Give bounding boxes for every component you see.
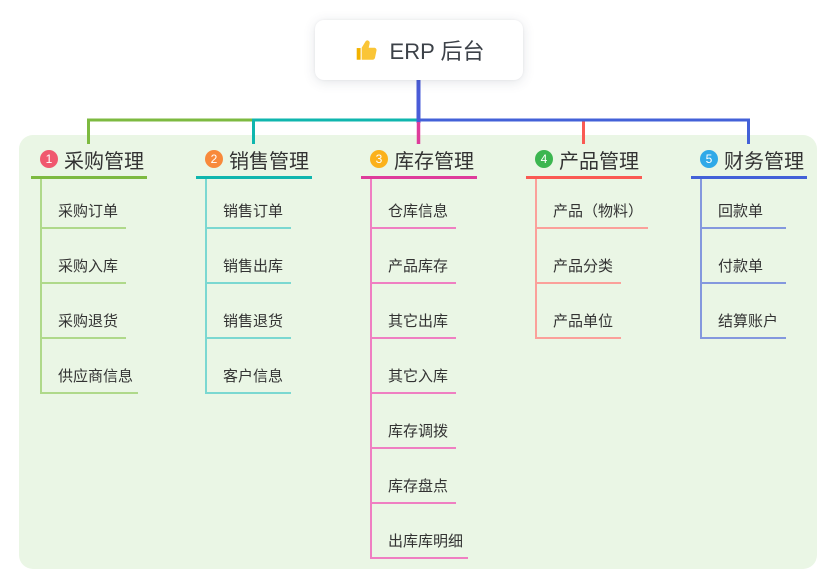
child-node[interactable]: 产品（物料） — [535, 179, 649, 229]
branch-inventory-management: 3 库存管理 仓库信息 产品库存 其它出库 其它入库 库存调拨 库存盘点 出库库… — [361, 142, 477, 559]
badge-4: 4 — [535, 150, 553, 168]
child-node[interactable]: 供应商信息 — [40, 339, 139, 394]
branch-heading-finance[interactable]: 5 财务管理 — [691, 142, 807, 179]
badge-2: 2 — [205, 150, 223, 168]
branch-label: 财务管理 — [724, 150, 804, 173]
child-node[interactable]: 销售退货 — [205, 284, 291, 339]
badge-5: 5 — [700, 150, 718, 168]
child-node[interactable]: 销售出库 — [205, 229, 291, 284]
branch-label: 产品管理 — [559, 150, 639, 173]
branch-finance-management: 5 财务管理 回款单 付款单 结算账户 — [691, 142, 807, 339]
branch-children: 采购订单 采购入库 采购退货 供应商信息 — [40, 179, 147, 394]
branch-heading-inventory[interactable]: 3 库存管理 — [361, 142, 477, 179]
root-title: ERP 后台 — [389, 39, 485, 64]
branch-children: 产品（物料） 产品分类 产品单位 — [535, 179, 649, 339]
branch-sales-management: 2 销售管理 销售订单 销售出库 销售退货 客户信息 — [196, 142, 312, 394]
branch-children: 销售订单 销售出库 销售退货 客户信息 — [205, 179, 312, 394]
branches-panel — [19, 135, 817, 569]
child-node[interactable]: 结算账户 — [700, 284, 786, 339]
branch-children: 回款单 付款单 结算账户 — [700, 179, 807, 339]
child-node[interactable]: 产品单位 — [535, 284, 621, 339]
child-node[interactable]: 产品分类 — [535, 229, 621, 284]
child-node[interactable]: 回款单 — [700, 179, 786, 229]
branch-children: 仓库信息 产品库存 其它出库 其它入库 库存调拨 库存盘点 出库库明细 — [370, 179, 477, 559]
child-node[interactable]: 其它出库 — [370, 284, 456, 339]
branch-purchase-management: 1 采购管理 采购订单 采购入库 采购退货 供应商信息 — [31, 142, 147, 394]
child-node[interactable]: 客户信息 — [205, 339, 291, 394]
branch-label: 销售管理 — [229, 150, 309, 173]
child-node[interactable]: 库存调拨 — [370, 394, 456, 449]
thumbs-up-icon — [354, 37, 380, 63]
branch-product-management: 4 产品管理 产品（物料） 产品分类 产品单位 — [526, 142, 649, 339]
child-node[interactable]: 仓库信息 — [370, 179, 456, 229]
root-node[interactable]: ERP 后台 — [315, 20, 523, 80]
child-node[interactable]: 出库库明细 — [370, 504, 469, 559]
child-node[interactable]: 采购入库 — [40, 229, 126, 284]
child-node[interactable]: 销售订单 — [205, 179, 291, 229]
child-node[interactable]: 采购订单 — [40, 179, 126, 229]
branch-heading-purchase[interactable]: 1 采购管理 — [31, 142, 147, 179]
child-node[interactable]: 付款单 — [700, 229, 786, 284]
branch-label: 采购管理 — [64, 150, 144, 173]
child-node[interactable]: 库存盘点 — [370, 449, 456, 504]
branch-heading-product[interactable]: 4 产品管理 — [526, 142, 642, 179]
child-node[interactable]: 采购退货 — [40, 284, 126, 339]
child-node[interactable]: 其它入库 — [370, 339, 456, 394]
child-node[interactable]: 产品库存 — [370, 229, 456, 284]
badge-3: 3 — [370, 150, 388, 168]
branch-label: 库存管理 — [394, 150, 474, 173]
badge-1: 1 — [40, 150, 58, 168]
branch-heading-sales[interactable]: 2 销售管理 — [196, 142, 312, 179]
